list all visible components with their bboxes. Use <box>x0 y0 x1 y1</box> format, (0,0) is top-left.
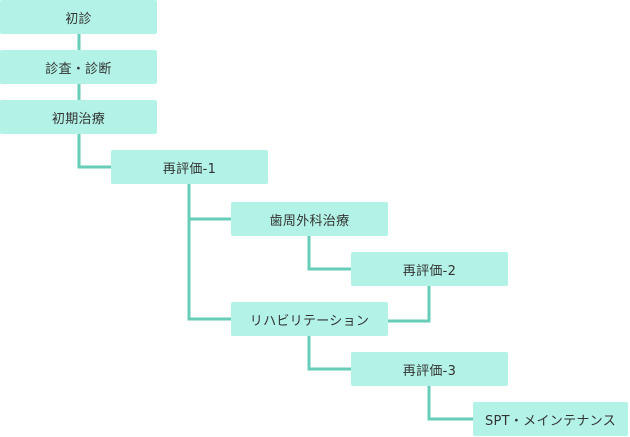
connector-reeval-2-to-rehab <box>387 286 431 323</box>
step-reevaluation-3: 再評価-3 <box>351 352 508 386</box>
connector-perio-surgery-to-reeval-2 <box>307 236 351 271</box>
step-initial-visit: 初診 <box>0 0 157 34</box>
step-initial-treatment: 初期治療 <box>0 100 157 134</box>
step-reevaluation-1: 再評価-1 <box>111 150 268 184</box>
step-reevaluation-2: 再評価-2 <box>351 252 508 286</box>
connector-rehab-to-reeval-3 <box>307 336 351 371</box>
step-examination-diagnosis: 診査・診断 <box>0 50 157 84</box>
connector-initial-treatment-to-reeval-1 <box>77 134 111 169</box>
connector-reeval-1-to-rehab <box>187 219 231 321</box>
connector-reeval-3-to-spt <box>427 386 473 421</box>
step-periodontal-surgery: 歯周外科治療 <box>231 202 388 236</box>
step-rehabilitation: リハビリテーション <box>231 302 388 336</box>
step-spt-maintenance: SPT・メインテナンス <box>473 402 628 436</box>
connector-reeval-1-to-perio-surgery <box>187 184 231 221</box>
